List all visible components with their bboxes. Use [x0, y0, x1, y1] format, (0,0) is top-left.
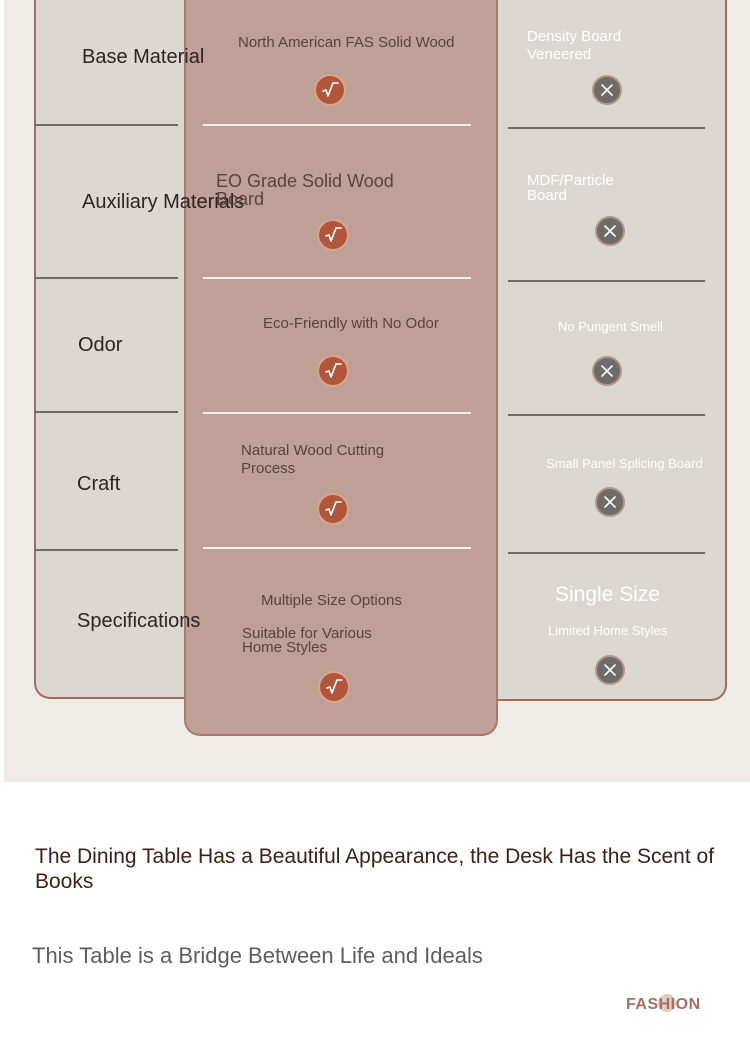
row-divider: [34, 549, 178, 551]
our-specs-line1: Multiple Size Options: [261, 592, 402, 609]
cross-icon: [595, 487, 625, 517]
their-specs-line1: Single Size: [555, 583, 661, 606]
their-base-line2: Veneered: [527, 46, 592, 63]
row-divider: [203, 277, 471, 279]
their-specs-line2: Limited Home Styles: [548, 623, 668, 638]
row-divider: [34, 277, 178, 279]
their-base-line1: Density Board: [527, 28, 622, 45]
row-label-auxiliary-materials: Auxiliary Materials: [82, 191, 245, 213]
row-label-craft: Craft: [77, 473, 121, 495]
row-divider: [508, 552, 705, 554]
row-divider: [203, 547, 471, 549]
check-icon: [318, 671, 350, 703]
row-divider: [508, 280, 705, 282]
row-label-base-material: Base Material: [82, 46, 205, 68]
competitor-column: [496, 0, 727, 701]
row-label-specifications: Specifications: [77, 610, 201, 632]
comparison-panel: [4, 0, 750, 782]
our-specs-line2: Suitable for Various: [242, 625, 372, 642]
logo-text: FASHION: [626, 996, 701, 1013]
row-divider: [508, 127, 705, 129]
our-auxiliary-line2: Board: [216, 189, 265, 209]
row-divider: [203, 124, 471, 126]
cross-icon: [595, 216, 625, 246]
row-divider: [34, 411, 178, 413]
our-odor: Eco-Friendly with No Odor: [263, 315, 439, 332]
row-label-odor: Odor: [78, 334, 123, 356]
row-divider: [508, 414, 705, 416]
their-auxiliary-line1: MDF/Particle: [527, 172, 614, 189]
our-base-material: North American FAS Solid Wood: [238, 34, 455, 51]
our-auxiliary-line1: EO Grade Solid Wood: [216, 171, 394, 191]
subline: This Table is a Bridge Between Life and …: [32, 943, 483, 968]
check-icon: [317, 219, 349, 251]
brand-logo: FASHION: [626, 994, 701, 1014]
their-odor: No Pungent Smell: [558, 319, 663, 334]
cross-icon: [592, 75, 622, 105]
cross-icon: [595, 655, 625, 685]
check-icon: [317, 355, 349, 387]
row-divider: [34, 124, 178, 126]
logo-dot-icon: [658, 994, 676, 1012]
their-auxiliary-line2: Board: [527, 187, 568, 204]
row-divider: [203, 412, 471, 414]
check-icon: [314, 74, 346, 106]
our-craft-line1: Natural Wood Cutting: [241, 442, 385, 459]
their-craft: Small Panel Splicing Board: [546, 456, 703, 471]
our-specs-line3: Home Styles: [242, 639, 328, 656]
headline: The Dining Table Has a Beautiful Appeara…: [35, 845, 715, 893]
cross-icon: [592, 356, 622, 386]
check-icon: [317, 493, 349, 525]
our-craft-line2: Process: [241, 460, 296, 477]
